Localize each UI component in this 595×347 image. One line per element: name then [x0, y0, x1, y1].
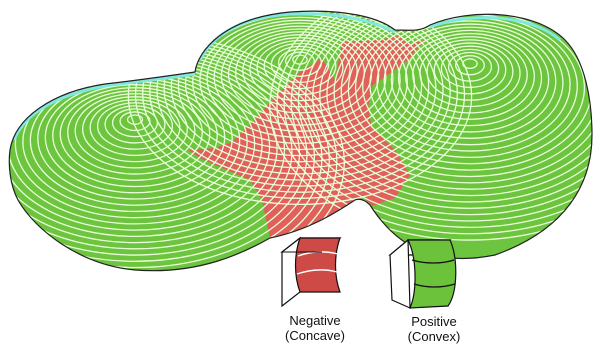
contour-ring [59, 87, 211, 181]
contour-ring [455, 55, 485, 76]
contour-ring [304, 11, 593, 209]
contour-ring [104, 105, 166, 144]
contour-ring [285, 51, 315, 71]
contour-ring [319, 11, 593, 197]
contour-ring [149, 11, 451, 187]
contour-ring [397, 29, 543, 127]
positive-label: Positive [411, 314, 457, 329]
contour-ring [326, 11, 593, 190]
contour-ring [134, 11, 466, 199]
negative-label: Negative [289, 313, 341, 328]
contour-ring [119, 111, 151, 132]
contour-ring [127, 11, 473, 206]
contour-ring [297, 11, 593, 216]
contour-ring [312, 11, 593, 203]
contour-ring [242, 34, 358, 108]
contour-ring [404, 32, 535, 120]
contour-ring [283, 11, 593, 229]
contour-ring [433, 45, 507, 95]
contour-ring [390, 26, 550, 133]
legend-negative [280, 236, 342, 308]
convex-label: (Convex) [407, 329, 461, 344]
contour-ring [199, 16, 401, 145]
contour-ring [52, 84, 218, 188]
contour-ring [67, 90, 203, 175]
contour-ring [447, 51, 493, 82]
contour-ring [340, 11, 593, 178]
contour-ring [269, 11, 593, 241]
contour-ring [440, 48, 500, 89]
contour-ring [419, 39, 521, 108]
contour-ring [156, 11, 444, 181]
contour-ring [256, 39, 344, 96]
surface-outline [8, 10, 593, 272]
contour-ring [170, 11, 430, 169]
contour-ring [333, 11, 593, 184]
contour-ring [111, 108, 159, 138]
concave-swatch-icon [280, 236, 342, 308]
contour-ring [142, 11, 458, 193]
contour-ring [213, 22, 387, 132]
contour-ring [220, 25, 380, 126]
contour-ring [290, 11, 593, 222]
contour-ring [249, 37, 351, 102]
convex-swatch-icon [388, 238, 457, 309]
contour-ring [96, 102, 174, 150]
contour-ring [426, 42, 514, 101]
contour-ring [276, 11, 593, 235]
legend-positive [388, 238, 457, 309]
contour-ring [376, 20, 564, 146]
rim-highlight [12, 12, 561, 141]
contour-ring [383, 23, 557, 139]
curvature-surface [8, 10, 593, 272]
contour-ring [126, 114, 144, 125]
contour-ring [412, 36, 528, 114]
contour-ring [177, 11, 423, 163]
contour-ring [462, 58, 478, 70]
concave-label: (Concave) [285, 328, 345, 343]
